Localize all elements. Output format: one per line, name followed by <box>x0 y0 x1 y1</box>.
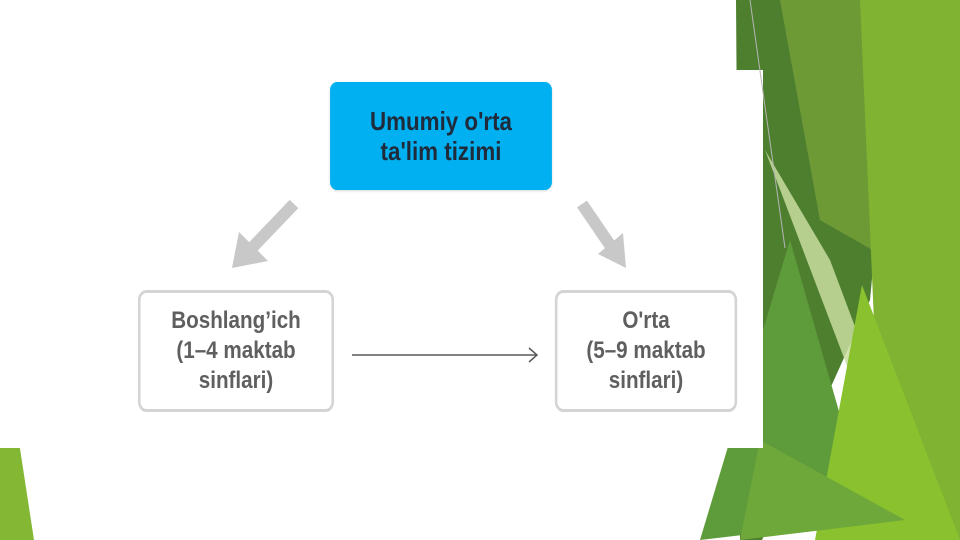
node-orta: O'rta (5–9 maktab sinflari) <box>554 290 738 412</box>
node-left-line2: (1–4 maktab <box>176 337 296 364</box>
node-boshlangich: Boshlang’ich (1–4 maktab sinflari) <box>137 290 335 412</box>
node-left-line3: sinflari) <box>198 367 274 394</box>
right-bottom-triangle <box>740 440 905 540</box>
thin-decor-line <box>749 0 786 249</box>
connector-arrow-left-to-right <box>352 347 539 363</box>
node-top-line2: ta'lim tizimi <box>380 136 502 166</box>
arrow-down-left <box>232 199 299 268</box>
node-top-line1: Umumiy o'rta <box>369 106 512 136</box>
node-right-line1: O'rta <box>622 307 670 334</box>
node-umumiy-orta-talim-tizimi: Umumiy o'rta ta'lim tizimi <box>330 82 552 190</box>
node-left-line1: Boshlang’ich <box>171 307 301 334</box>
node-right-line3: sinflari) <box>608 367 684 394</box>
right-bright-triangle <box>815 285 960 540</box>
arrow-down-right <box>577 200 626 268</box>
right-mid-triangle <box>700 240 870 540</box>
node-right-line2: (5–9 maktab <box>586 337 706 364</box>
